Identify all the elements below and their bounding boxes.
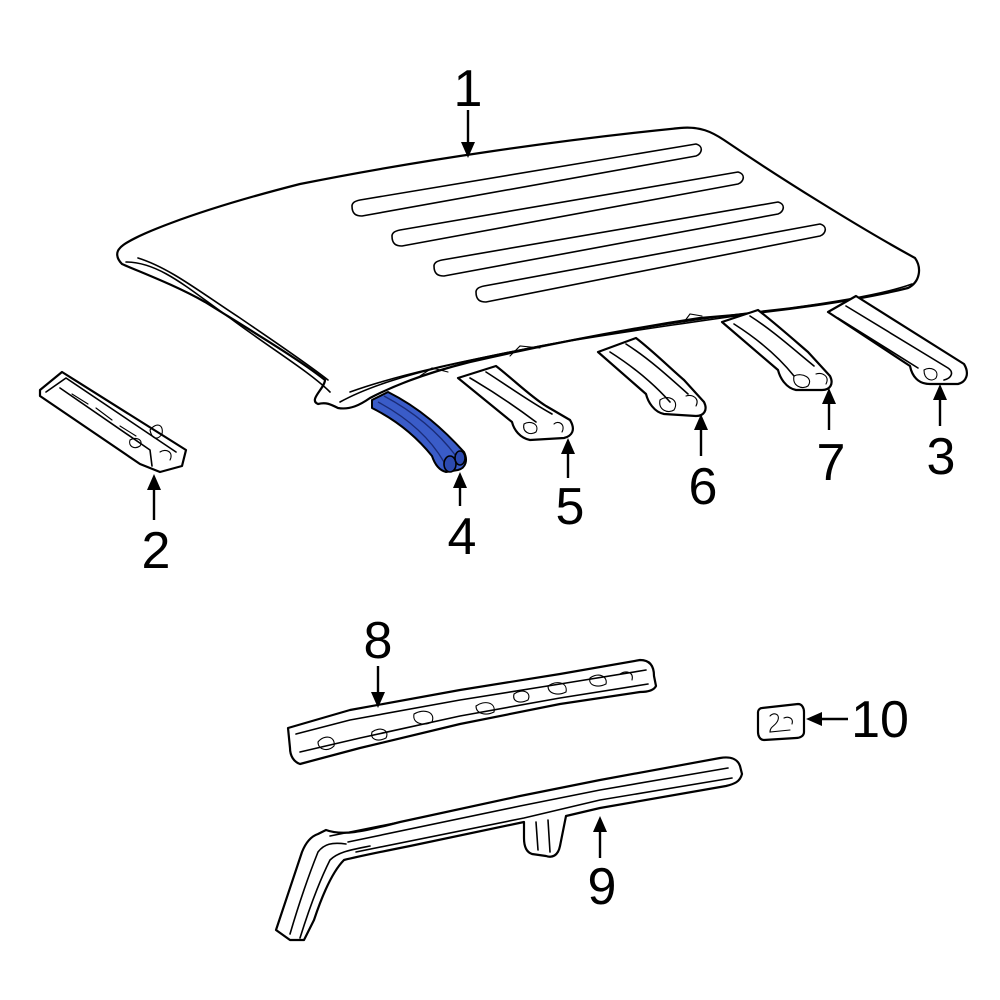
arrow-5-head — [561, 438, 575, 454]
arrow-8-head — [371, 692, 385, 708]
part-3-rear-bow[interactable] — [826, 294, 968, 386]
callout-4: 4 — [448, 508, 477, 566]
part-4-roof-bow-highlighted[interactable] — [371, 391, 467, 473]
part-9-side-rail-outer[interactable] — [274, 756, 744, 942]
arrow-7-head — [822, 388, 836, 404]
arrow-3-head — [933, 384, 947, 400]
part-8-side-rail[interactable] — [286, 658, 658, 766]
callout-10: 10 — [851, 691, 909, 749]
callout-1: 1 — [454, 60, 483, 118]
part-6-roof-bow[interactable] — [596, 336, 707, 418]
arrow-10-head — [806, 712, 822, 726]
callout-3: 3 — [927, 428, 956, 486]
part-5-roof-bow[interactable] — [456, 364, 574, 442]
part-10-clip[interactable] — [756, 702, 806, 742]
part-7-roof-bow[interactable] — [720, 308, 833, 392]
arrow-6-head — [694, 414, 708, 430]
callout-arrows — [147, 110, 947, 858]
callout-2: 2 — [142, 522, 171, 580]
arrow-4-head — [453, 472, 467, 488]
arrow-1-head — [461, 142, 475, 158]
callout-7: 7 — [817, 434, 846, 492]
callout-6: 6 — [689, 458, 718, 516]
callout-9: 9 — [588, 858, 617, 916]
callout-labels: 1 2 3 4 5 6 7 8 9 10 — [142, 60, 956, 916]
callout-8: 8 — [364, 612, 393, 670]
arrow-9-head — [593, 816, 607, 832]
arrow-2-head — [147, 474, 161, 490]
part-2-front-header[interactable] — [38, 370, 188, 474]
callout-5: 5 — [556, 478, 585, 536]
